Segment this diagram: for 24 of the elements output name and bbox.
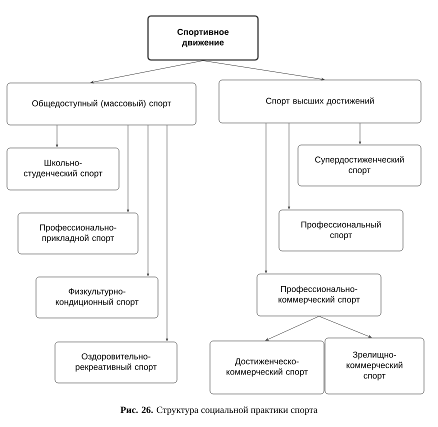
category-box: Спорт высших достижений — [218, 80, 422, 124]
arrow — [166, 125, 168, 342]
arrow — [90, 60, 204, 84]
category-box: Супердостиженческий спорт — [298, 144, 422, 186]
arrow — [288, 123, 290, 210]
arrow — [202, 60, 325, 80]
arrow — [146, 125, 150, 276]
category-box: Общедоступный (массовый) спорт — [6, 82, 196, 126]
arrow — [56, 125, 58, 148]
category-box: Физкультурно-кондиционный спорт — [36, 276, 158, 318]
category-box: Профессиональный спорт — [278, 210, 404, 252]
root-box: Спортивное движение — [147, 15, 259, 61]
category-box: Достиженческо-коммерческий спорт — [210, 340, 324, 394]
category-box: Оздоровительно-рекреативный спорт — [54, 342, 178, 384]
category-box: Профессионально-коммерческий спорт — [256, 274, 382, 316]
category-box: Зрелищно-коммерческий спорт — [324, 338, 424, 394]
category-box: Профессионально-прикладной спорт — [18, 212, 138, 254]
arrow — [126, 125, 130, 212]
arrow — [265, 316, 320, 341]
category-box: Школьно-студенческий спорт — [6, 148, 120, 190]
arrow — [318, 316, 372, 338]
figure-caption: Рис. 26. Структура социальной практики спорта — [120, 406, 318, 416]
arrow — [264, 123, 268, 274]
arrow — [358, 123, 362, 144]
